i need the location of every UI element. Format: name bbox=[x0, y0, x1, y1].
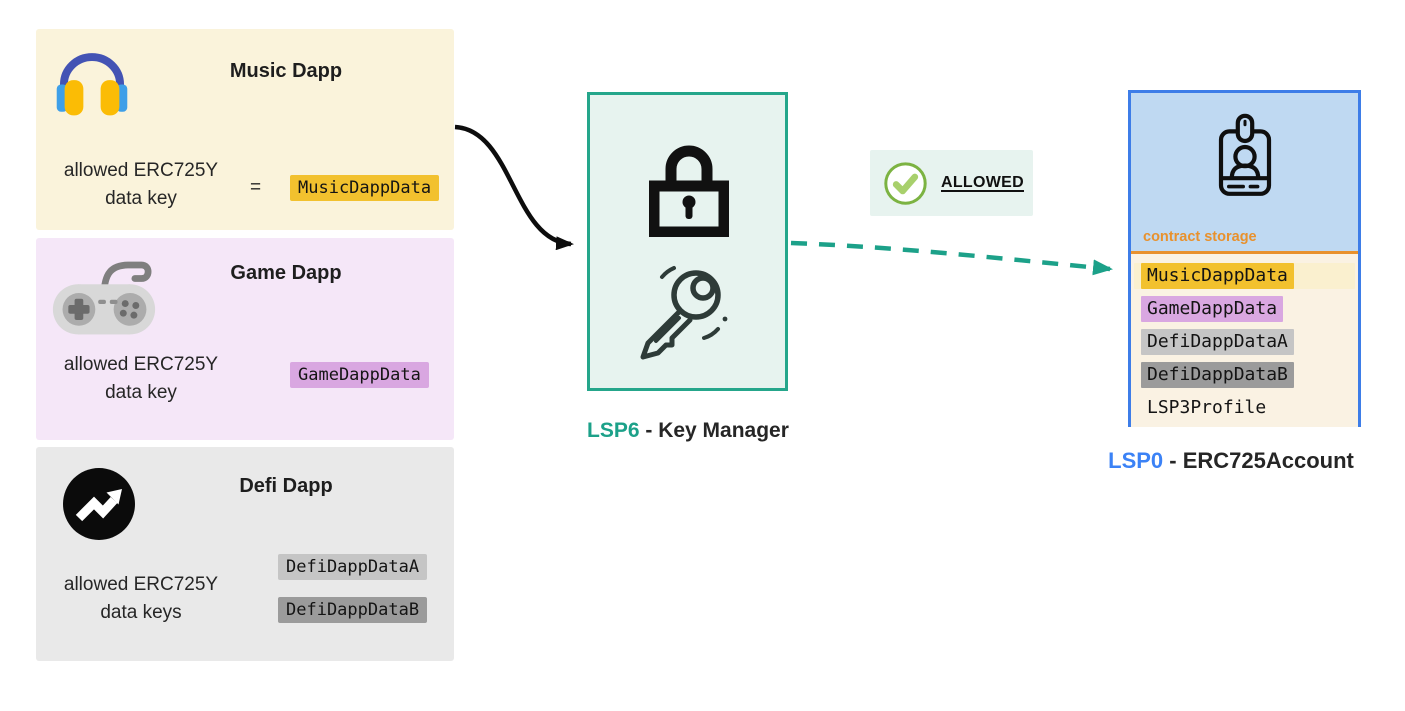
allowed-badge: ALLOWED bbox=[870, 150, 1033, 216]
check-icon bbox=[884, 161, 927, 205]
equals-sign: = bbox=[250, 177, 262, 198]
storage-row: GameDappData bbox=[1134, 296, 1355, 322]
key-manager-label: LSP6 - Key Manager bbox=[587, 419, 789, 443]
defi-data-key-a-chip: DefiDappDataA bbox=[278, 554, 428, 580]
music-dapp-title: Music Dapp bbox=[229, 60, 343, 82]
game-dapp-box: Game Dapp allowed ERC725Y data key GameD… bbox=[36, 238, 454, 440]
storage-row: DefiDappDataB bbox=[1134, 362, 1355, 388]
chart-up-icon bbox=[63, 468, 135, 540]
game-dapp-caption: allowed ERC725Y data key bbox=[41, 351, 241, 407]
storage-key-defidappdatab: DefiDappDataB bbox=[1141, 362, 1294, 388]
music-dapp-box: Music Dapp allowed ERC725Y data key = Mu… bbox=[36, 29, 454, 230]
storage-row: LSP3Profile bbox=[1134, 395, 1355, 421]
defi-dapp-title: Defi Dapp bbox=[239, 475, 333, 497]
account-label: LSP0 - ERC725Account bbox=[1095, 448, 1367, 474]
key-manager-name: LSP6 bbox=[587, 419, 640, 442]
storage-key-gamedappdata: GameDappData bbox=[1141, 296, 1284, 322]
account-name: LSP0 bbox=[1108, 448, 1164, 473]
account-suffix: - ERC725Account bbox=[1163, 448, 1354, 473]
storage-key-lsp3profile: LSP3Profile bbox=[1147, 397, 1267, 418]
defi-data-key-b-chip: DefiDappDataB bbox=[278, 597, 428, 623]
caption-line: data key bbox=[105, 382, 177, 403]
storage-row: DefiDappDataA bbox=[1134, 329, 1355, 355]
key-manager-box bbox=[587, 92, 788, 391]
keymanager-to-account-arrow bbox=[790, 240, 1113, 276]
id-badge-icon bbox=[1218, 113, 1271, 196]
account-header: contract storage bbox=[1131, 93, 1358, 251]
gamepad-icon bbox=[52, 261, 156, 335]
storage-row: MusicDappData bbox=[1134, 263, 1355, 289]
caption-line: allowed ERC725Y bbox=[63, 354, 219, 375]
key-icon bbox=[640, 266, 728, 360]
caption-line: data keys bbox=[100, 602, 182, 623]
allowed-badge-label: ALLOWED bbox=[941, 174, 1024, 191]
music-data-key-chip: MusicDappData bbox=[290, 175, 440, 201]
storage-key-musicdappdata: MusicDappData bbox=[1141, 263, 1294, 289]
contract-storage-list: MusicDappData GameDappData DefiDappDataA… bbox=[1131, 254, 1358, 427]
account-box: contract storage MusicDappData GameDappD… bbox=[1128, 90, 1361, 427]
headphones-icon bbox=[56, 53, 128, 116]
caption-line: data key bbox=[105, 188, 177, 209]
key-manager-suffix: - Key Manager bbox=[639, 419, 789, 442]
storage-key-defidappdataa: DefiDappDataA bbox=[1141, 329, 1294, 355]
caption-line: allowed ERC725Y bbox=[63, 574, 219, 595]
lock-icon bbox=[649, 145, 729, 237]
storage-divider bbox=[1131, 251, 1358, 254]
game-dapp-title: Game Dapp bbox=[230, 262, 342, 284]
game-data-key-chip: GameDappData bbox=[290, 362, 429, 388]
contract-storage-label: contract storage bbox=[1143, 229, 1257, 245]
defi-dapp-caption: allowed ERC725Y data keys bbox=[41, 571, 241, 627]
music-to-keymanager-arrow bbox=[454, 124, 574, 251]
music-dapp-caption: allowed ERC725Y data key bbox=[41, 157, 241, 213]
defi-dapp-box: Defi Dapp allowed ERC725Y data keys Defi… bbox=[36, 447, 454, 661]
caption-line: allowed ERC725Y bbox=[63, 160, 219, 181]
